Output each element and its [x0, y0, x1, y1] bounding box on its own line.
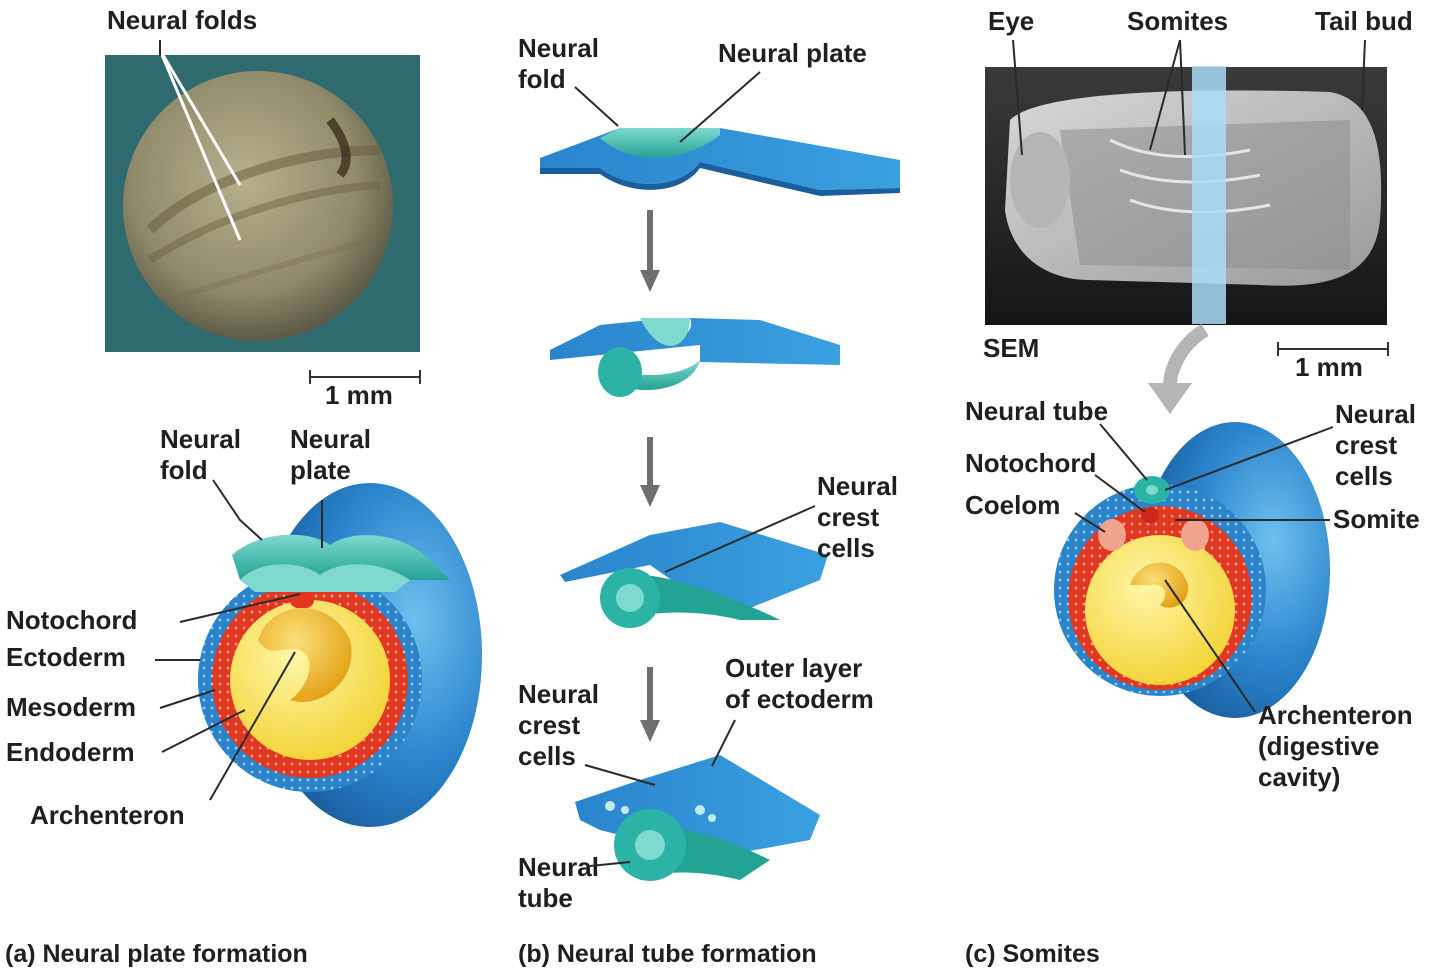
- label-c-tail-bud: Tail bud: [1315, 6, 1413, 36]
- label-a-ectoderm: Ectoderm: [6, 642, 126, 672]
- label-c-somites: Somites: [1127, 6, 1229, 36]
- label-neural-folds: Neural folds: [107, 5, 258, 35]
- scale-bar-a: [309, 370, 421, 384]
- panel-b-stage-3: [560, 522, 828, 628]
- label-c-coelom: Coelom: [965, 490, 1061, 520]
- panel-c-curved-arrow: [1148, 323, 1209, 414]
- label-c-archenteron: Archenteron (digestive cavity): [1258, 700, 1413, 792]
- label-a-mesoderm: Mesoderm: [6, 692, 137, 722]
- label-b-neural-fold: Neural fold: [518, 33, 599, 94]
- label-a-neural-plate: Neural plate: [290, 424, 371, 485]
- label-c-neural-tube: Neural tube: [965, 396, 1109, 426]
- label-c-notochord: Notochord: [965, 448, 1097, 478]
- panel-b-arrow-3: [640, 667, 660, 742]
- panel-a-photo: [105, 55, 420, 352]
- label-c-somite: Somite: [1333, 504, 1420, 534]
- caption-b: (b) Neural tube formation: [518, 940, 817, 968]
- label-c-neural-crest-cells: Neural crest cells: [1335, 399, 1416, 491]
- label-c-sem: SEM: [983, 333, 1040, 363]
- label-a-neural-fold: Neural fold: [160, 424, 241, 485]
- panel-c-section: [1054, 422, 1330, 718]
- panel-a-section: [198, 483, 482, 827]
- panel-c-pointer-lines: [1074, 423, 1334, 713]
- label-a-notochord: Notochord: [6, 605, 138, 635]
- panel-b-stage-2: [550, 318, 840, 397]
- panel-c-sem-pointer-lines: [1012, 39, 1366, 156]
- photo-pointer-lines: [158, 49, 242, 241]
- scale-bar-c: [1277, 342, 1389, 356]
- panel-c-sem: [985, 66, 1387, 325]
- panel-b-stage-4: [575, 755, 820, 881]
- panel-b-arrow-1: [640, 210, 660, 292]
- label-b-neural-crest-cells-2: Neural crest cells: [518, 679, 599, 771]
- panel-b-pointer-lines: [574, 71, 816, 867]
- label-b-neural-plate: Neural plate: [718, 38, 867, 68]
- panel-a-pointer-lines: [155, 479, 323, 801]
- caption-a: (a) Neural plate formation: [5, 940, 308, 968]
- panel-b-stage-1: [540, 128, 900, 196]
- scale-label-a: 1 mm: [325, 380, 393, 410]
- label-a-endoderm: Endoderm: [6, 737, 135, 767]
- label-b-neural-crest-cells-1: Neural crest cells: [817, 471, 898, 563]
- label-a-archenteron: Archenteron: [30, 800, 185, 830]
- label-b-neural-tube: Neural tube: [518, 852, 599, 913]
- panel-b-arrow-2: [640, 437, 660, 507]
- caption-c: (c) Somites: [965, 940, 1100, 968]
- scale-label-c: 1 mm: [1295, 352, 1363, 382]
- label-b-outer-layer-ectoderm: Outer layer of ectoderm: [725, 653, 874, 714]
- label-c-eye: Eye: [988, 6, 1035, 36]
